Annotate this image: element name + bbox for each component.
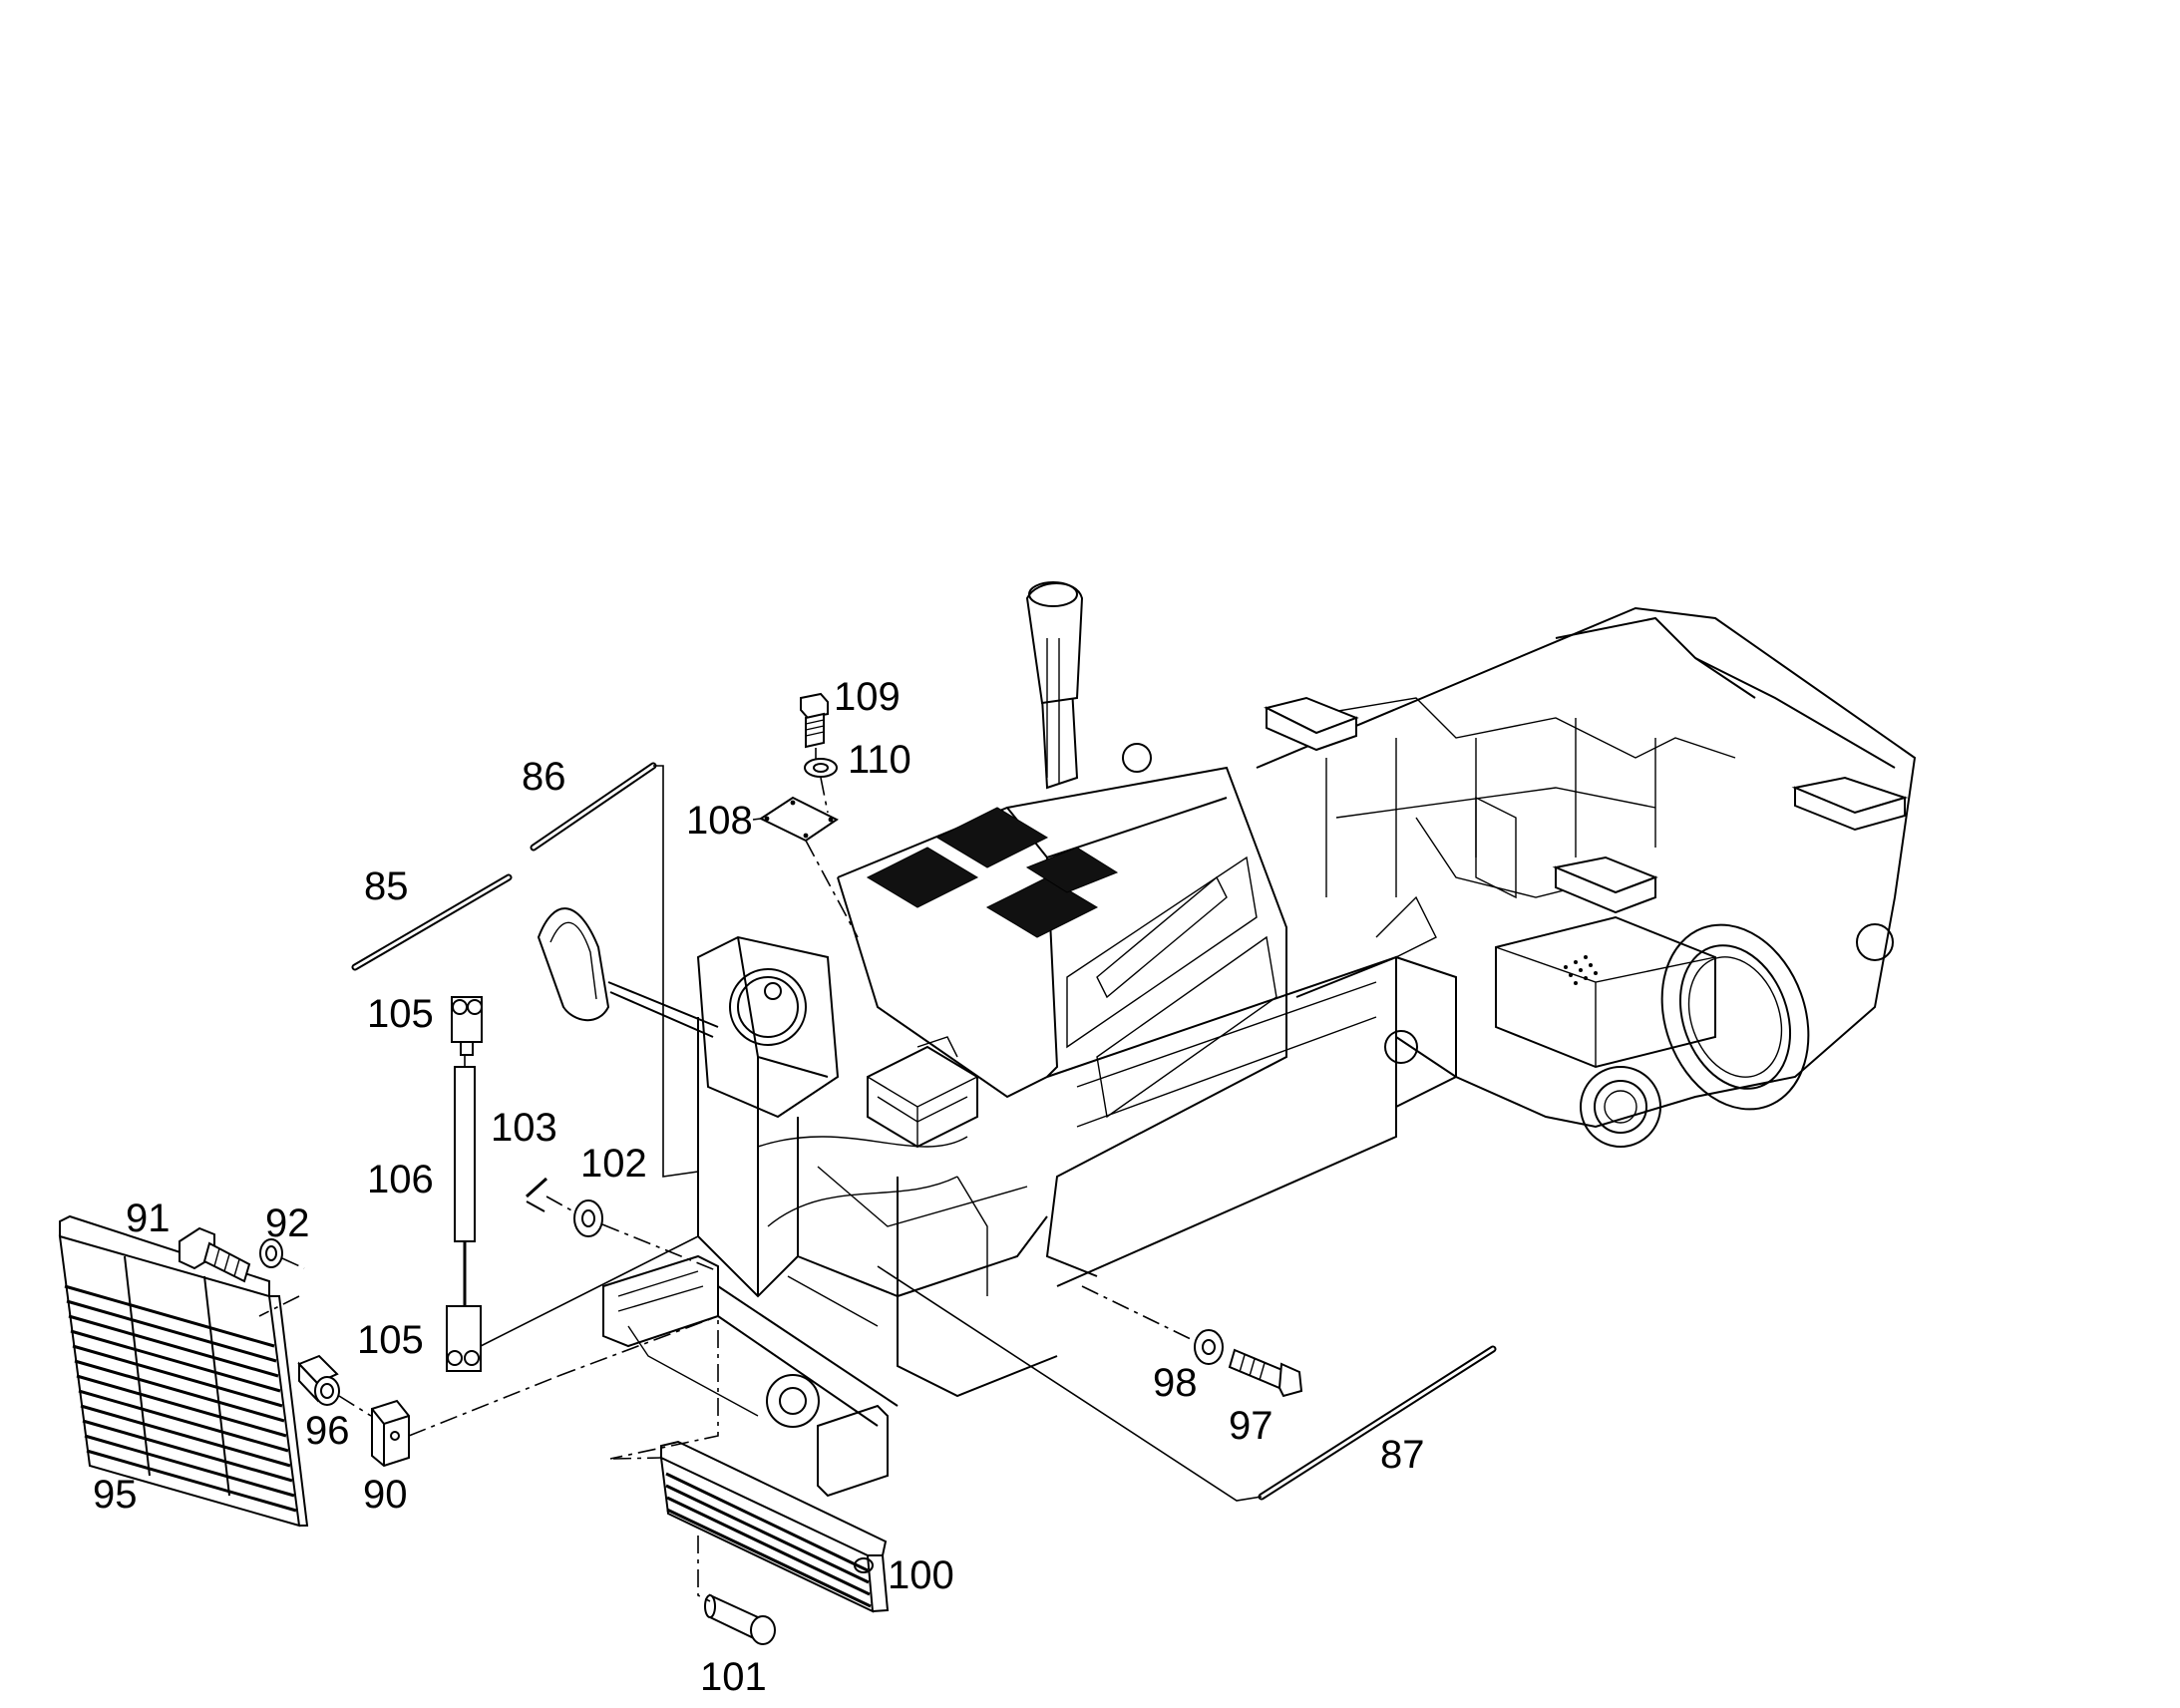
callout-96: 96: [305, 1409, 350, 1453]
part-91-bolt: [179, 1226, 251, 1283]
leader-lines: [258, 748, 1263, 1602]
callout-100: 100: [888, 1553, 954, 1597]
part-106-gas-strut: [454, 1066, 476, 1306]
part-103-pin: [525, 1177, 548, 1212]
callout-109: 109: [834, 675, 901, 719]
callout-87: 87: [1380, 1433, 1425, 1477]
vent-dots: [1564, 955, 1598, 985]
callout-97: 97: [1229, 1404, 1273, 1448]
callout-90: 90: [363, 1473, 408, 1517]
callout-98: 98: [1153, 1361, 1198, 1405]
callout-86: 86: [522, 755, 566, 799]
part-108-plate: [758, 796, 839, 843]
callout-103: 103: [491, 1106, 557, 1150]
part-85-rod: [351, 873, 513, 971]
part-90-bracket: [371, 1399, 410, 1468]
part-95-grille: [58, 1214, 309, 1528]
callout-110: 110: [848, 738, 911, 782]
callout-labels: 85 86 87 90 91 92 95 96 97 98 100 101 10…: [93, 675, 1425, 1699]
part-105-clevis-bottom: [446, 1305, 482, 1372]
callout-95: 95: [93, 1473, 138, 1517]
callout-105-top: 105: [367, 992, 434, 1036]
callout-101: 101: [700, 1655, 767, 1699]
grille-slats: [665, 1472, 872, 1608]
callout-91: 91: [126, 1196, 171, 1240]
grille-slats: [64, 1284, 297, 1513]
part-101-pin: [704, 1593, 776, 1645]
part-98-washer: [1194, 1329, 1224, 1365]
part-92-washer: [259, 1238, 283, 1268]
part-87-rod: [1258, 1345, 1497, 1501]
part-86-rod: [530, 762, 657, 852]
callout-102: 102: [580, 1142, 647, 1186]
part-97-bolt: [1228, 1348, 1303, 1398]
callout-108: 108: [686, 799, 753, 843]
callout-106: 106: [367, 1158, 434, 1201]
callout-105-bottom: 105: [357, 1318, 424, 1362]
part-102-washer: [573, 1199, 603, 1237]
callout-85: 85: [364, 864, 409, 908]
machine-frame: [537, 581, 1917, 1498]
part-110-washer: [804, 758, 838, 778]
part-109-bolt: [800, 692, 829, 749]
part-100-grille: [659, 1440, 890, 1613]
part-96-bushing: [297, 1354, 340, 1406]
callout-92: 92: [265, 1201, 310, 1245]
part-105-clevis-top: [451, 996, 483, 1056]
